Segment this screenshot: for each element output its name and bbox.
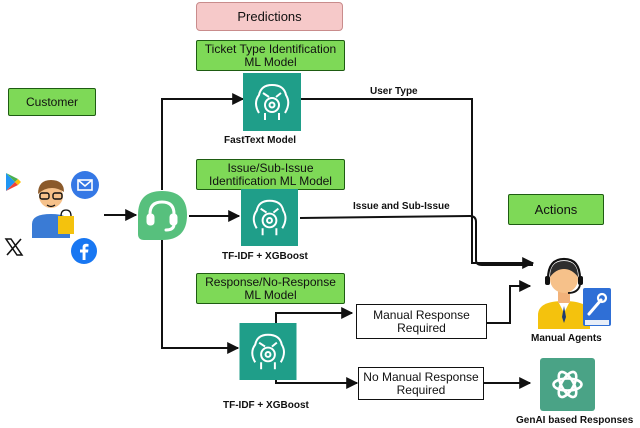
tfidf-label-2: TF-IDF + XGBoost <box>223 400 309 411</box>
fasttext-label: FastText Model <box>224 135 297 146</box>
predictions-header: Predictions <box>196 2 343 31</box>
no-manual-response-box: No Manual Response Required <box>358 367 484 400</box>
actions-header: Actions <box>508 194 604 225</box>
arrow-manual-to-agents <box>487 280 532 324</box>
response-model-box: Response/No-Response ML Model <box>196 273 345 304</box>
manual-response-box: Manual Response Required <box>356 304 487 339</box>
support-agent-icon <box>538 257 590 329</box>
arrow-to-manual-response <box>275 307 354 326</box>
openai-logo-icon <box>540 358 595 411</box>
issue-sub-issue-label: Issue and Sub-Issue <box>353 201 450 212</box>
headset-icon <box>138 191 187 240</box>
arrow-hub-to-response-model <box>161 240 240 354</box>
x-logo-icon <box>4 238 24 256</box>
facebook-icon <box>71 238 97 264</box>
toolbox-icon <box>583 288 611 326</box>
brain-gear-icon <box>241 189 298 246</box>
tfidf-label-1: TF-IDF + XGBoost <box>222 251 308 262</box>
google-play-icon <box>6 173 21 191</box>
customer-box: Customer <box>8 88 96 116</box>
issue-model-box: Issue/Sub-Issue Identification ML Model <box>196 159 345 190</box>
manual-agents-label: Manual Agents <box>531 333 602 344</box>
arrow-user-type-to-agents <box>301 98 535 269</box>
shopper-person-icon <box>32 180 74 238</box>
arrow-hub-to-fasttext <box>161 93 245 190</box>
mail-icon <box>71 171 99 199</box>
brain-gear-icon <box>243 73 301 131</box>
ticket-type-model-box: Ticket Type Identification ML Model <box>196 40 345 71</box>
arrow-issue-to-agents <box>299 214 533 266</box>
user-type-label: User Type <box>370 86 418 97</box>
genai-label: GenAI based Responses <box>516 415 634 426</box>
brain-gear-icon <box>239 323 297 380</box>
